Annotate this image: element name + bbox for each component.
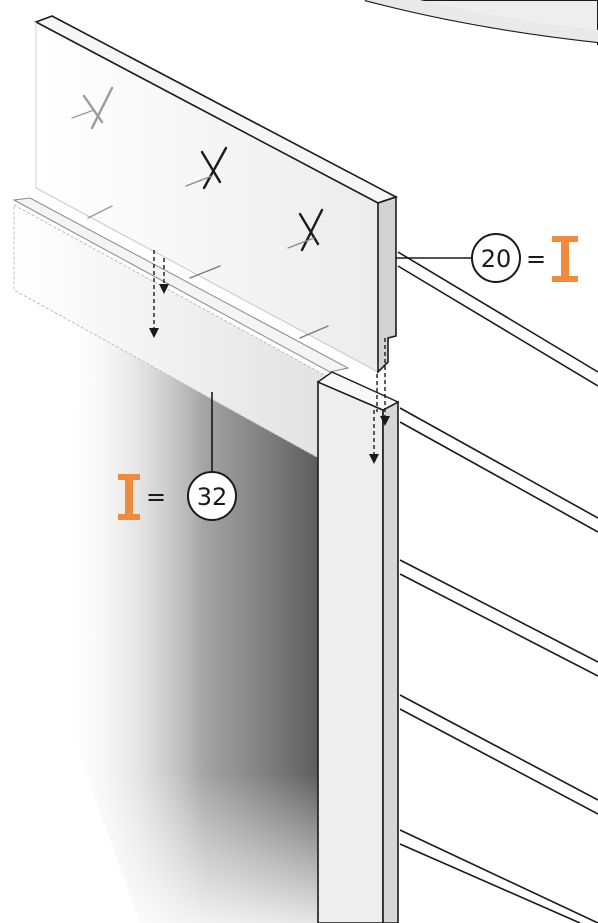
callout-20: 20 =	[396, 233, 578, 283]
rails	[397, 251, 598, 923]
head-casing-top	[12, 197, 350, 373]
nail-tick	[189, 265, 221, 279]
x-nail-mark	[71, 86, 114, 130]
equals-sign: =	[526, 245, 546, 273]
side-casing-edge	[382, 400, 399, 923]
side-casing-face	[317, 380, 384, 923]
nail-tick	[87, 205, 113, 219]
callout-number: 20	[481, 245, 512, 273]
upper-board-end	[377, 195, 397, 374]
callout-32: 32 =	[118, 392, 237, 521]
callout-number: 32	[197, 483, 228, 511]
x-nail-mark	[185, 146, 228, 190]
arrow-heads	[149, 284, 390, 464]
nail-marks	[71, 86, 329, 339]
nail-tick	[299, 325, 329, 339]
callout-circle	[471, 233, 521, 283]
side-casing-top	[316, 371, 400, 411]
x-nail-mark	[287, 208, 324, 252]
orange-i-beam-icon	[118, 474, 140, 520]
callout-circle	[187, 471, 237, 521]
ceiling-soffit	[365, 0, 598, 42]
orange-i-beam-icon	[552, 236, 578, 282]
equals-sign: =	[146, 483, 166, 511]
placement-arrows	[153, 250, 386, 455]
